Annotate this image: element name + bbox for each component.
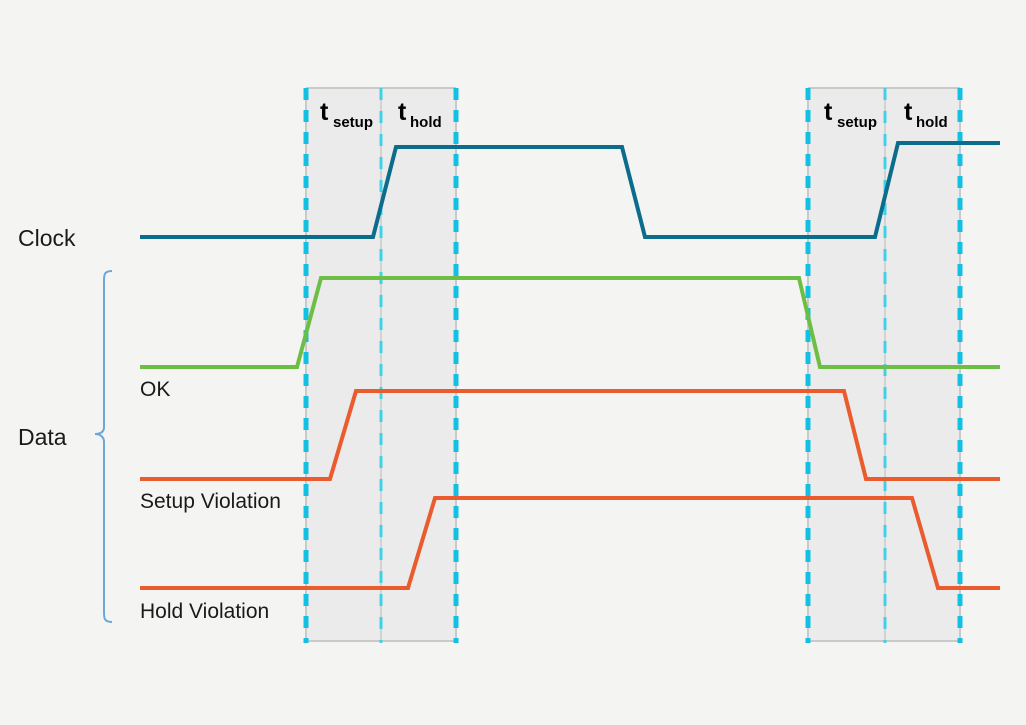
brace-path xyxy=(94,270,113,623)
waveform-ok xyxy=(140,276,1000,369)
clock-label: Clock xyxy=(18,225,76,251)
window-2-annotations: t setup t hold xyxy=(824,98,948,131)
t-setup-label-1: t xyxy=(320,98,329,126)
t-setup-sublabel-2: setup xyxy=(837,114,877,131)
waveform-setup-violation xyxy=(140,389,1000,481)
t-setup-label-2: t xyxy=(824,98,833,126)
t-hold-sublabel-1: hold xyxy=(410,114,442,131)
waveform-hold-violation xyxy=(140,496,1000,590)
setup-violation-label: Setup Violation xyxy=(140,490,281,513)
waveform-clock xyxy=(140,141,1000,239)
hold-violation-label: Hold Violation xyxy=(140,600,269,623)
t-hold-sublabel-2: hold xyxy=(916,114,948,131)
window-1-annotations: t setup t hold xyxy=(320,98,442,131)
waveforms xyxy=(140,141,1000,590)
t-setup-sublabel-1: setup xyxy=(333,114,373,131)
data-group-brace xyxy=(94,270,113,623)
data-group-label: Data xyxy=(18,424,67,450)
ok-label: OK xyxy=(140,378,170,401)
t-hold-label-1: t xyxy=(398,98,407,126)
t-hold-label-2: t xyxy=(904,98,913,126)
marker-lines xyxy=(303,88,963,643)
